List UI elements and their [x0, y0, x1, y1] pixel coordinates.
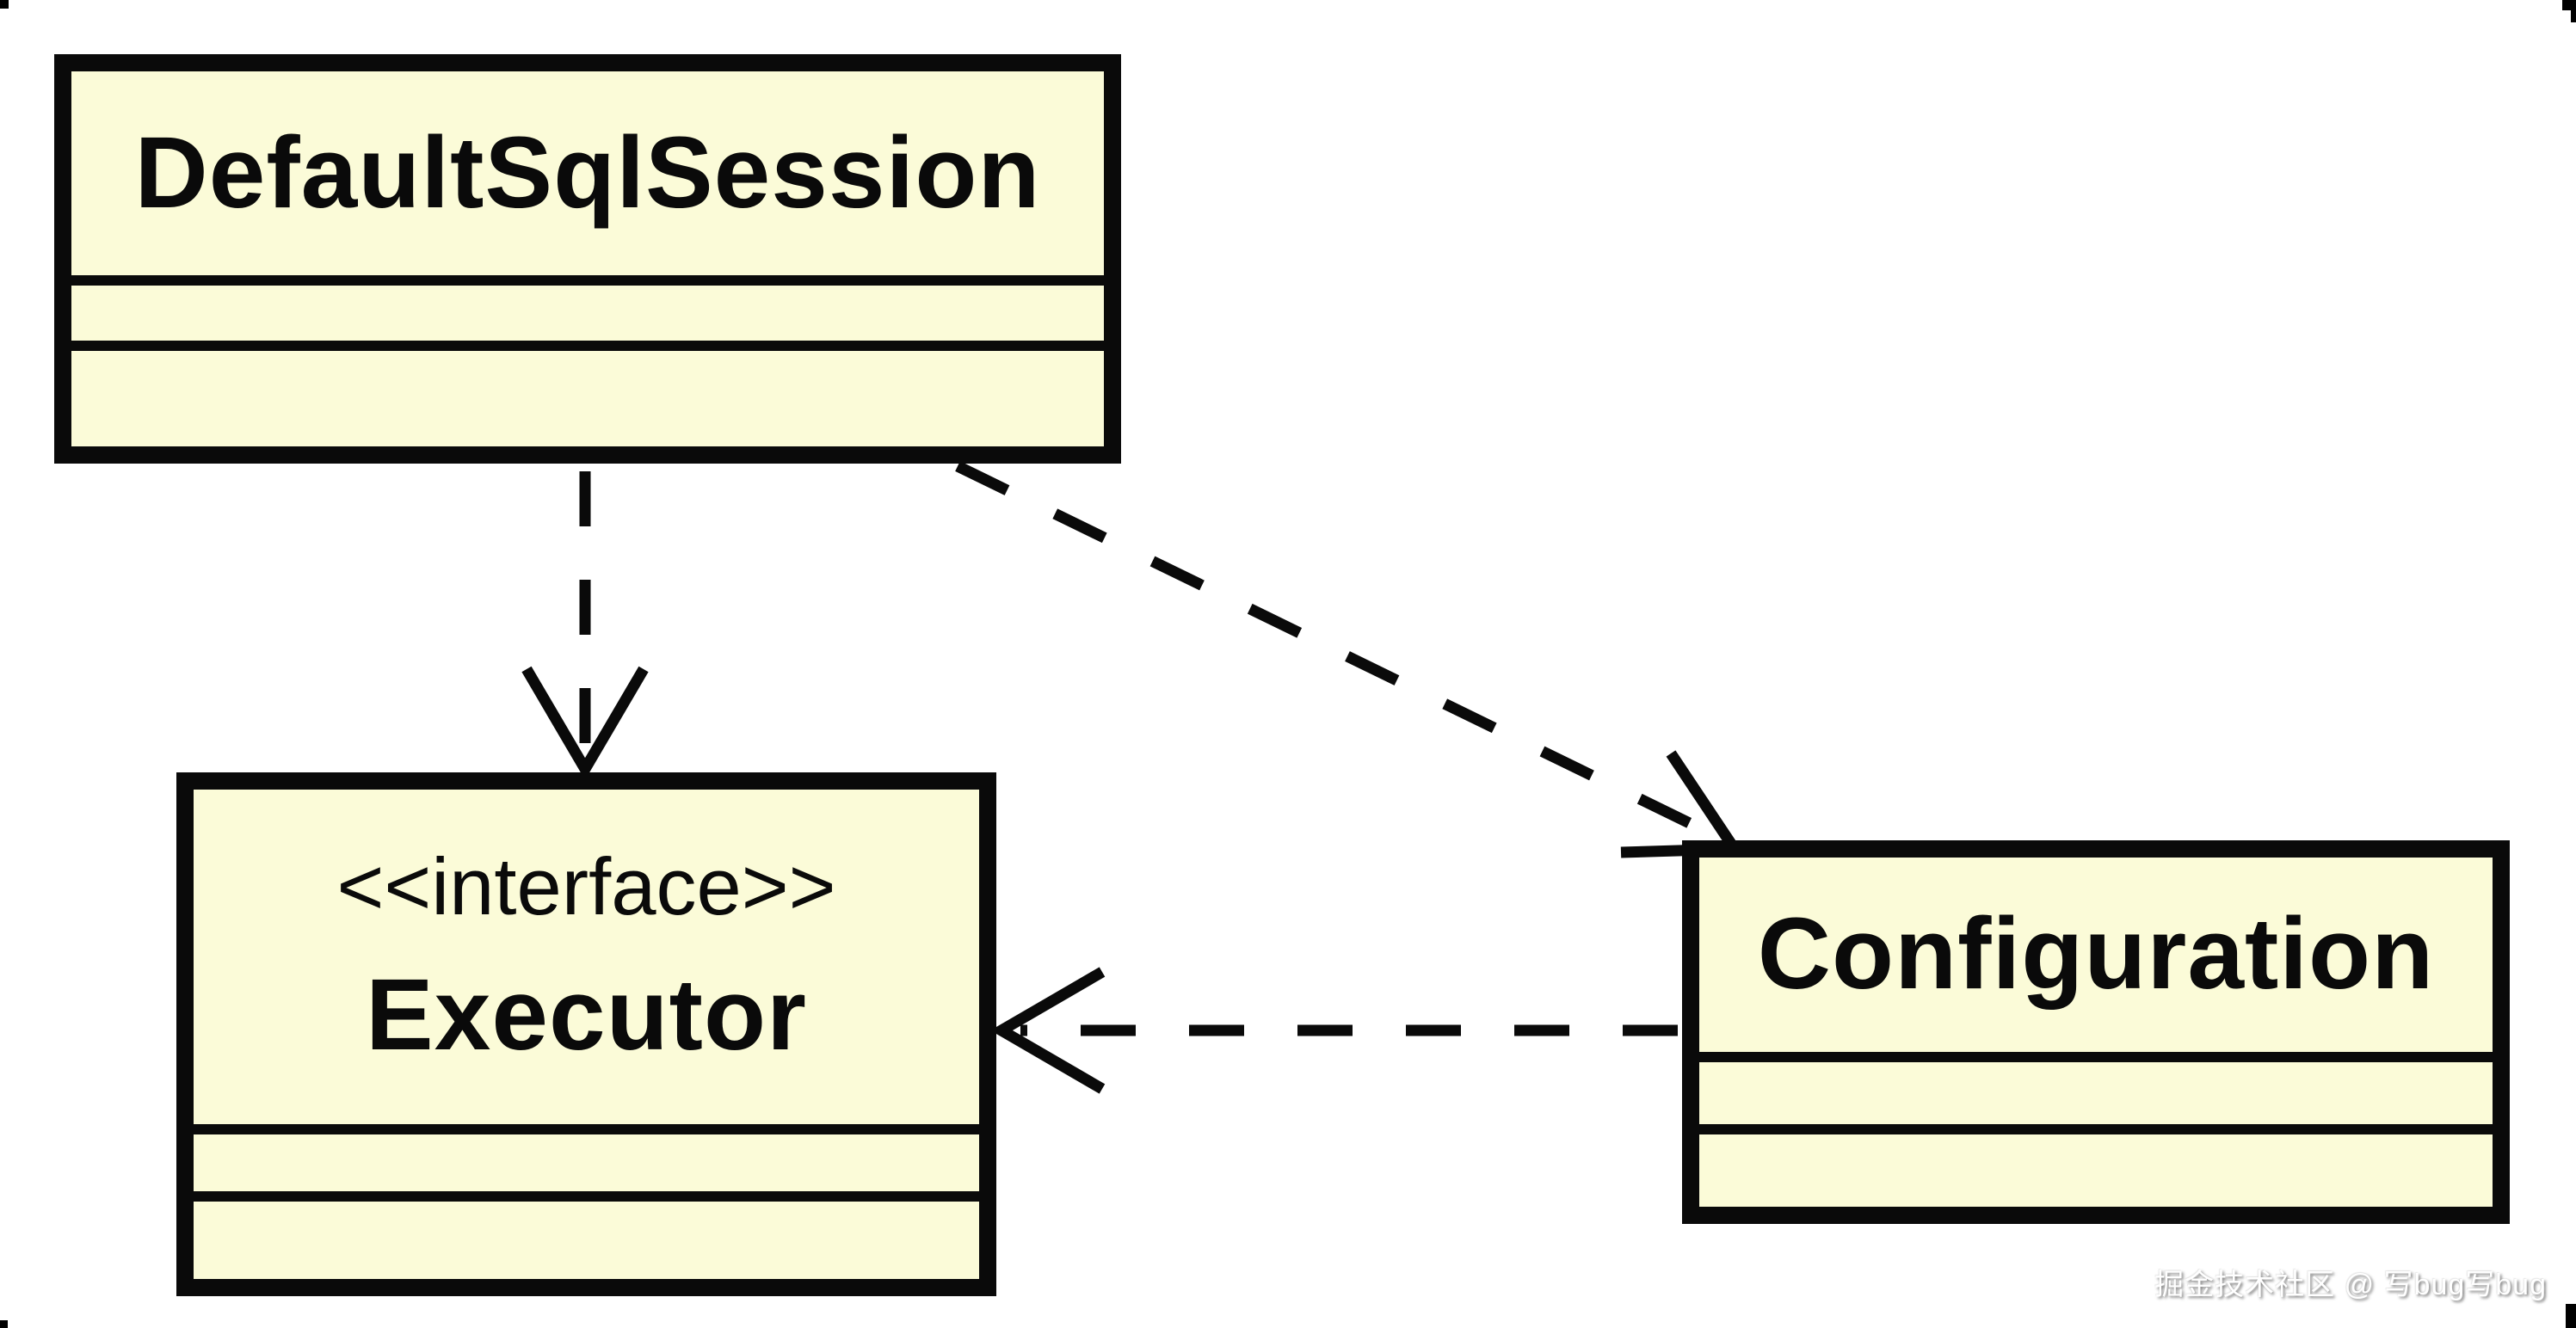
class-box-configuration: Configuration [1682, 840, 2510, 1224]
dependency-arrow-defaultsqlsession-to-executor [521, 471, 649, 780]
class-title-compartment: Configuration [1699, 858, 2493, 1052]
dependency-arrow-defaultsqlsession-to-configuration [955, 461, 1745, 858]
attributes-compartment [194, 1124, 979, 1191]
class-title-compartment: DefaultSqlSession [71, 71, 1104, 275]
corner-mark-bottom-left [0, 1320, 8, 1328]
attributes-compartment [1699, 1052, 2493, 1124]
class-name: Executor [366, 957, 807, 1072]
class-name: DefaultSqlSession [134, 115, 1041, 230]
class-box-executor: <<interface>> Executor [176, 772, 996, 1296]
corner-mark-top-left [0, 0, 9, 9]
class-box-defaultsqlsession: DefaultSqlSession [54, 54, 1121, 464]
class-name: Configuration [1757, 897, 2435, 1011]
watermark: 掘金技术社区 @ 写bug写bug [2154, 1269, 2547, 1301]
methods-compartment [71, 341, 1104, 446]
open-arrowhead-icon [990, 967, 1106, 1094]
corner-mark-bottom-right [2566, 1304, 2576, 1328]
interface-stereotype: <<interface>> [336, 841, 836, 932]
open-arrowhead-icon [521, 666, 649, 780]
attributes-compartment [71, 275, 1104, 341]
dashed-line [955, 461, 1704, 834]
dependency-arrow-configuration-to-executor [990, 967, 1678, 1094]
methods-compartment [194, 1191, 979, 1279]
methods-compartment [1699, 1124, 2493, 1207]
corner-mark-top-right [2562, 0, 2576, 10]
class-title-compartment: <<interface>> Executor [194, 790, 979, 1124]
corner-mark-top-right-stem [2571, 9, 2576, 22]
